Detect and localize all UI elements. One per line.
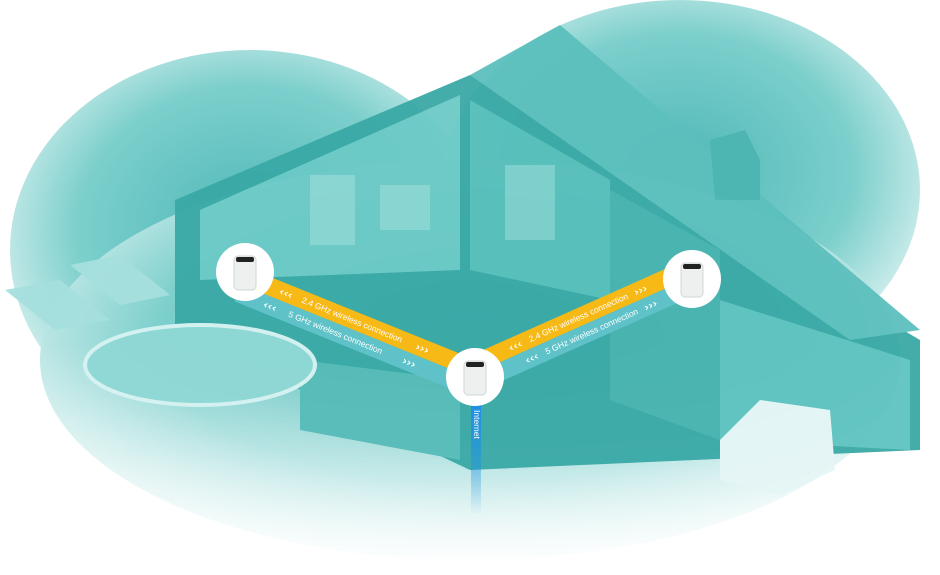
router-icon (466, 362, 484, 367)
main-router-node (446, 348, 504, 406)
right-satellite-node (663, 250, 721, 308)
arrows-right-icon: ››› (414, 340, 431, 357)
arrows-left-icon: ‹‹‹ (277, 285, 294, 302)
arrows-right-icon: ››› (642, 297, 660, 314)
arrows-left-icon: ‹‹‹ (507, 337, 525, 354)
link-left-5ghz-band (234, 284, 460, 390)
arrows-left-icon: ‹‹‹ (523, 350, 541, 367)
router-icon (236, 257, 254, 262)
arrows-left-icon: ‹‹‹ (261, 298, 278, 315)
link-right-24ghz-band (470, 262, 689, 372)
internet-label: Internet (472, 410, 482, 439)
arrows-right-icon: ››› (400, 354, 417, 371)
link-left-24ghz-band (241, 268, 476, 377)
arrows-right-icon: ››› (632, 282, 650, 299)
left-satellite-node (216, 243, 274, 301)
internet-uplink-cable (471, 405, 481, 515)
link-right-5ghz-band (487, 282, 687, 385)
router-icon (683, 264, 701, 269)
